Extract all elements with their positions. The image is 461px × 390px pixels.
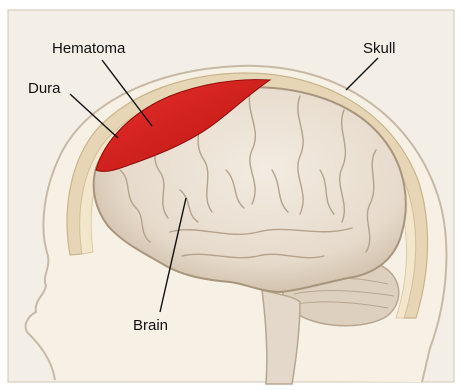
- brain-label: Brain: [133, 317, 168, 334]
- dura-label: Dura: [28, 80, 61, 97]
- brain-stem: [262, 290, 300, 384]
- hematoma-label: Hematoma: [52, 40, 126, 57]
- skull-label: Skull: [363, 40, 396, 57]
